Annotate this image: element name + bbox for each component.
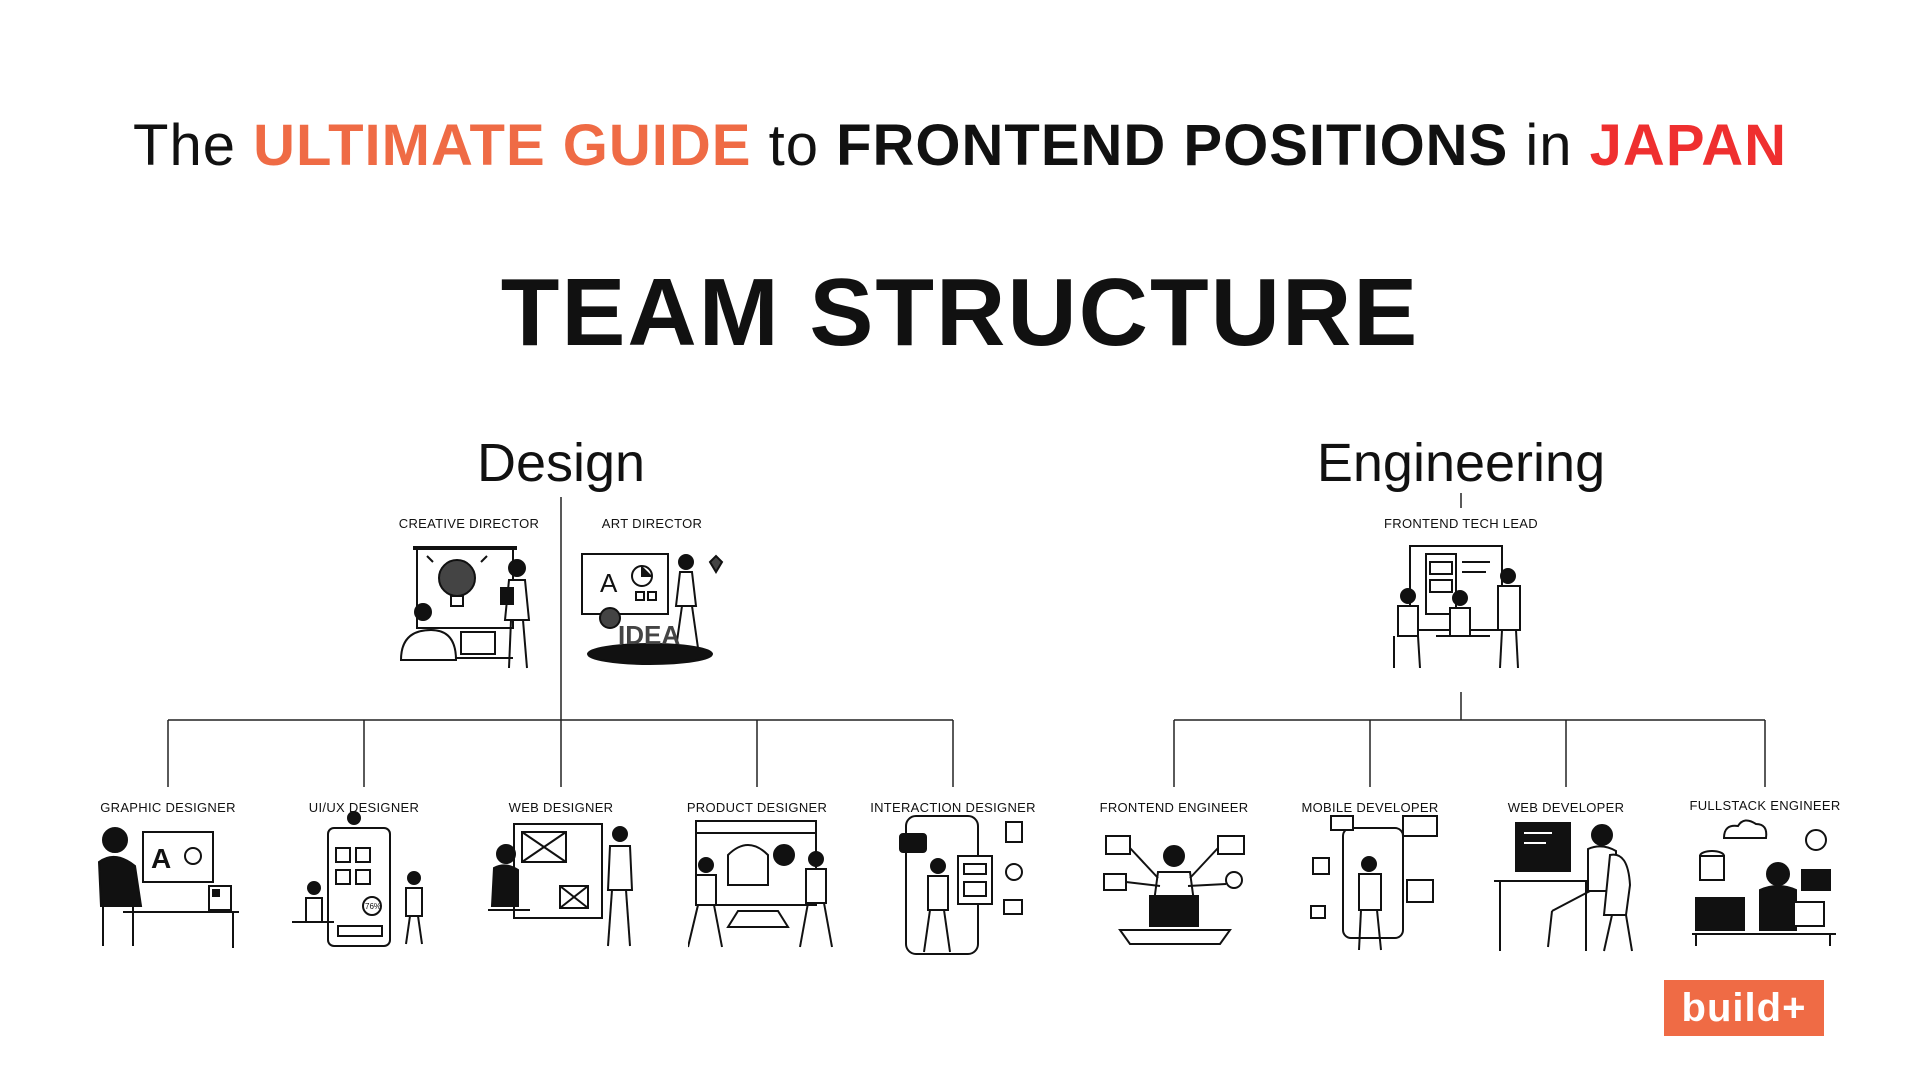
headline-japan: JAPAN <box>1589 113 1787 178</box>
role-web-developer: WEB DEVELOPER <box>1507 800 1625 815</box>
art-letter-a: A <box>600 568 618 598</box>
frontend-engineer-illustration <box>1103 835 1245 945</box>
headline-ultimate-guide: ULTIMATE GUIDE <box>253 113 752 178</box>
role-frontend-tech-lead: FRONTEND TECH LEAD <box>1384 516 1538 531</box>
role-interaction-designer: INTERACTION DESIGNER <box>870 800 1036 815</box>
idea-word: IDEA <box>618 620 680 650</box>
headline: The ULTIMATE GUIDE to FRONTEND POSITIONS… <box>0 112 1920 179</box>
product-designer-illustration <box>688 820 833 948</box>
graphic-designer-illustration: A <box>97 827 239 948</box>
fullstack-engineer-illustration <box>1692 819 1836 946</box>
role-uiux-designer: UI/UX DESIGNER <box>308 800 420 815</box>
headline-in: in <box>1525 113 1573 178</box>
web-designer-illustration <box>488 823 634 947</box>
creative-director-illustration <box>399 546 531 669</box>
headline-frontend-positions: FRONTEND POSITIONS <box>836 113 1509 178</box>
web-developer-illustration <box>1494 822 1633 952</box>
uiux-designer-illustration: 76% <box>292 811 423 947</box>
role-graphic-designer: GRAPHIC DESIGNER <box>100 800 236 815</box>
uiux-percent: 76% <box>365 902 381 911</box>
mobile-developer-illustration <box>1310 815 1438 951</box>
design-heading: Design <box>476 433 646 493</box>
headline-the: The <box>133 113 236 178</box>
headline-to: to <box>768 113 819 178</box>
engineering-heading: Engineering <box>1316 433 1606 493</box>
interaction-designer-illustration <box>899 815 1023 955</box>
role-fullstack-engineer: FULLSTACK ENGINEER <box>1689 798 1841 813</box>
graphic-letter-a: A <box>151 843 171 874</box>
role-mobile-developer: MOBILE DEVELOPER <box>1301 800 1439 815</box>
page-title: TEAM STRUCTURE <box>500 259 1420 366</box>
brand-logo: build+ <box>1664 980 1824 1036</box>
role-web-designer: WEB DESIGNER <box>508 800 614 815</box>
role-product-designer: PRODUCT DESIGNER <box>686 800 828 815</box>
role-frontend-engineer: FRONTEND ENGINEER <box>1099 800 1249 815</box>
role-art-director: ART DIRECTOR <box>601 516 703 531</box>
role-creative-director: CREATIVE DIRECTOR <box>398 516 540 531</box>
frontend-tech-lead-illustration <box>1393 545 1521 669</box>
art-director-illustration: A IDEA <box>581 553 724 665</box>
